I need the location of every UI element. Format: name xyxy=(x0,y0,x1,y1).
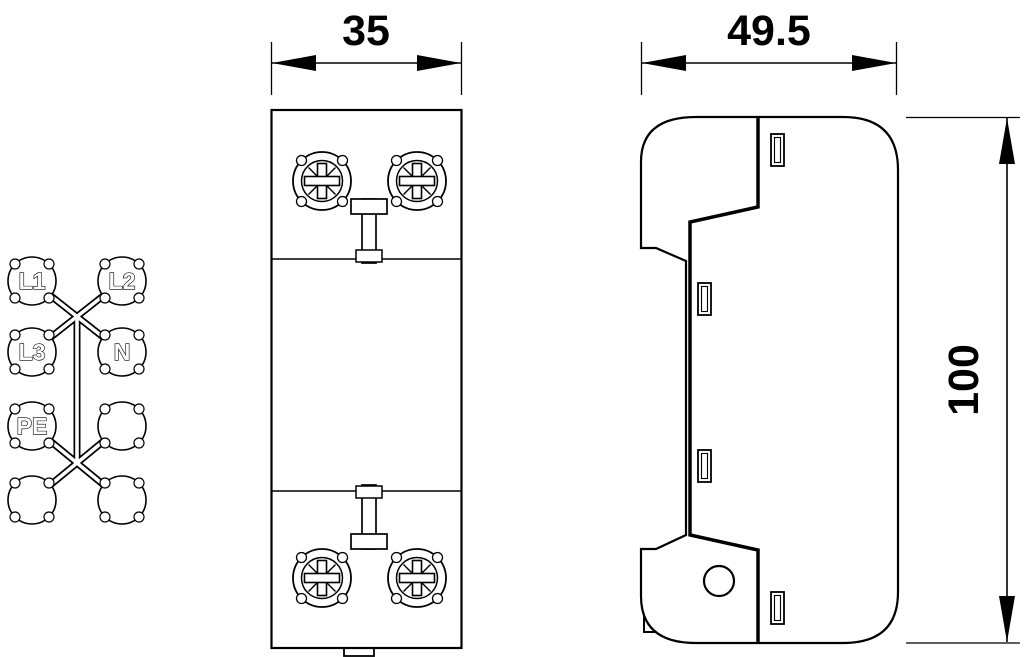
mounting-slot-top xyxy=(770,133,785,167)
screw-terminal-bottom-left xyxy=(292,548,352,608)
dimension-arrow-right xyxy=(852,55,896,71)
terminal-label-l2: L2 xyxy=(109,268,136,294)
side-view xyxy=(639,115,900,645)
terminal-layout-view: L1 L2 L3 N PE xyxy=(7,256,147,525)
terminal-label-l1: L1 xyxy=(19,268,46,294)
housing-parting-line xyxy=(688,118,760,642)
screw-terminal-top-left xyxy=(292,151,352,211)
terminal-disc-blank-2 xyxy=(7,475,57,525)
dimension-depth-49-5: 49.5 xyxy=(640,7,898,95)
dimension-arrow-top xyxy=(999,118,1015,164)
screw-terminal-bottom-right xyxy=(387,548,447,608)
dimension-height-100: 100 xyxy=(906,116,1020,644)
mounting-slot-bottom xyxy=(770,591,785,625)
side-view-outline xyxy=(639,115,900,645)
screw-terminal-top-right xyxy=(387,151,447,211)
dimension-arrow-bottom xyxy=(999,596,1015,642)
terminal-disc-blank-1 xyxy=(97,401,147,451)
top-coding-slot xyxy=(350,198,388,264)
terminal-disc-blank-3 xyxy=(97,475,147,525)
dimension-value-depth: 49.5 xyxy=(727,7,811,55)
dimension-arrow-left xyxy=(272,55,316,71)
mounting-slot-lower-middle xyxy=(697,449,712,483)
screw-hole xyxy=(702,564,736,598)
dimension-width-35: 35 xyxy=(270,7,463,95)
dimension-value-width: 35 xyxy=(342,7,390,55)
terminal-label-pe: PE xyxy=(17,413,48,439)
bottom-coding-slot xyxy=(350,484,388,550)
terminal-label-n: N xyxy=(114,339,131,365)
dimension-arrow-right xyxy=(417,55,461,71)
terminal-label-l3: L3 xyxy=(19,339,46,365)
front-view xyxy=(270,108,463,657)
mounting-slot-upper-middle xyxy=(697,282,712,316)
sprue-connector xyxy=(29,278,125,503)
dimension-value-height: 100 xyxy=(940,344,988,416)
dimension-arrow-left xyxy=(642,55,686,71)
